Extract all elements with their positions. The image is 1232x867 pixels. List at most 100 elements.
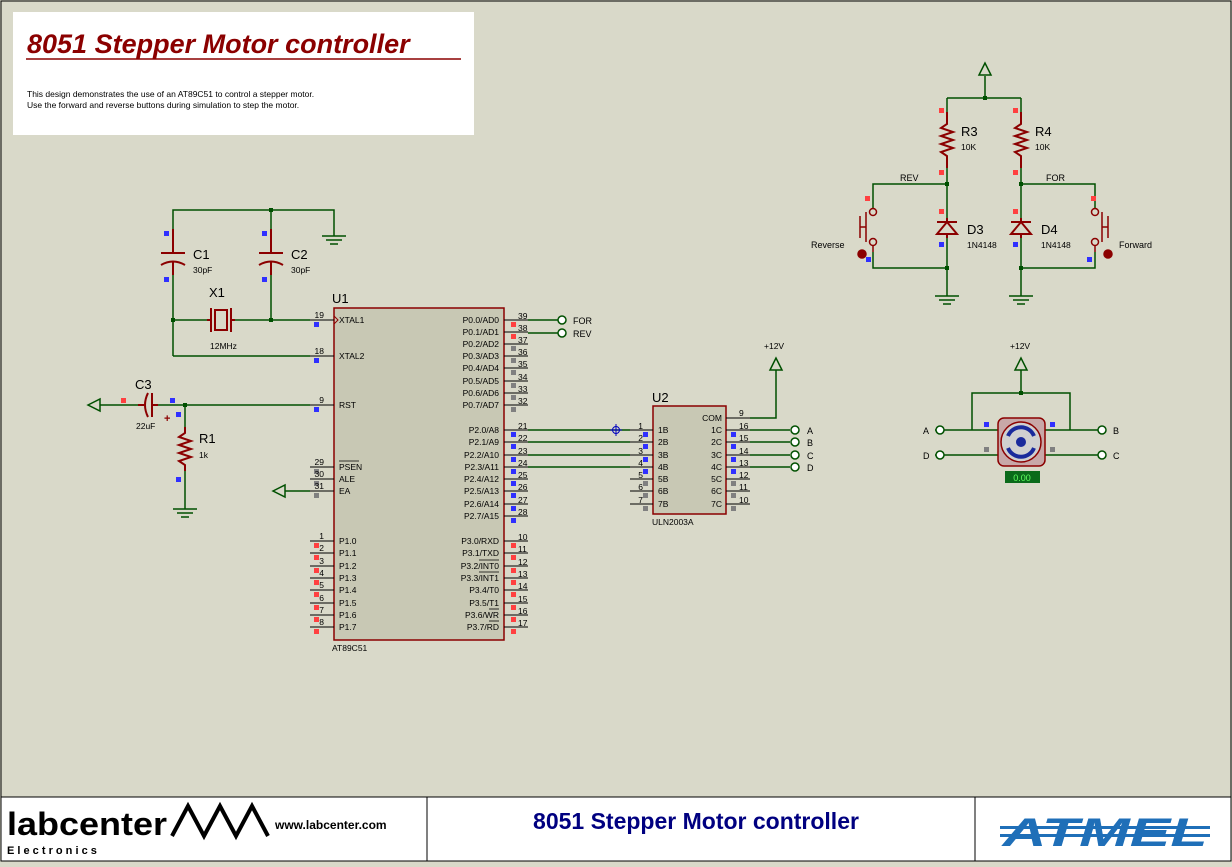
power-arrows [86,61,1029,499]
header-panel: 8051 Stepper Motor controller This desig… [13,12,474,135]
r4-ref: R4 [1035,124,1052,139]
u1-pin-number: 10 [518,532,528,542]
u2-part: ULN2003A [652,517,694,527]
u1-pin-name: P1.5 [339,598,357,608]
u1-pin-number: 1 [319,531,324,541]
x1-ref: X1 [209,285,225,300]
atmel-logo-icon: ATMEL [1000,811,1210,855]
u2-pin-name: 2B [658,437,669,447]
u1-pin-name: P0.0/AD0 [463,315,500,325]
u2-pin-name: 6C [711,486,722,496]
u2-pin-number: 14 [739,446,749,456]
u2-pin-name: 6B [658,486,669,496]
r1-value: 1k [199,450,209,460]
u1-pin-name: P0.3/AD3 [463,351,500,361]
header-description-line2: Use the forward and reverse buttons duri… [27,100,299,110]
u1-pin-number: 31 [315,481,325,491]
u1-pin-number: 23 [518,446,528,456]
terminals [557,315,1107,472]
motor-in-a: A [923,426,929,436]
u2-pin-number: 15 [739,433,749,443]
u2-pin-number: 5 [638,470,643,480]
ground-symbols [173,229,1033,518]
capacitor-c2 [258,229,284,275]
u1-pin-name: P3.3/INT1 [461,573,500,583]
u2-pin-name: 5C [711,474,722,484]
u1-pin-name: P0.6/AD6 [463,388,500,398]
u1-pin-name: EA [339,486,351,496]
u1-part: AT89C51 [332,643,368,653]
diode-d4 [1008,218,1034,238]
u1-pin-number: 3 [319,556,324,566]
u2-pin-name: 1B [658,425,669,435]
u1-pin-name: P3.5/T1 [469,598,499,608]
u2-pin-number: 13 [739,458,749,468]
labcenter-wave-icon [170,801,270,841]
header-title: 8051 Stepper Motor controller [27,29,411,59]
u1-pin-name: P2.6/A14 [464,499,499,509]
u1-pin-number: 33 [518,384,528,394]
resistor-r4 [1011,112,1031,168]
u2-pin-number: 11 [739,482,748,492]
u1-pin-name: P3.4/T0 [469,585,499,595]
x1-value: 12MHz [210,341,237,351]
resistor-r1 [175,427,195,471]
crystal-x1 [207,308,235,332]
u2-out-c: C [807,451,814,461]
atmel-logo-text: ATMEL [1001,811,1208,855]
u1-pin-number: 14 [518,581,528,591]
u1-ref: U1 [332,291,349,306]
u1-pin-name: P2.3/A11 [465,462,500,472]
u1-pin-name: P0.5/AD5 [463,376,500,386]
footer: labcenter E l e c t r o n i c s www.labc… [0,796,1232,862]
motor-readout: 0.00 [1013,473,1031,483]
u1-pin-number: 9 [319,395,324,405]
u1-pin-number: 30 [315,469,325,479]
u1-pin-number: 17 [518,618,528,628]
u1-pin-name: P3.7/RD [467,622,499,632]
u1-pin-number: 27 [518,495,528,505]
u1-pin-number: 13 [518,569,528,579]
c2-ref: C2 [291,247,308,262]
c2-value: 30pF [291,265,310,275]
u1-pin-name: P2.1/A9 [469,437,500,447]
d3-value: 1N4148 [967,240,997,250]
u2-pin-number: 2 [638,433,643,443]
c1-ref: C1 [193,247,210,262]
labcenter-subtitle: E l e c t r o n i c s [7,845,97,857]
reverse-label: Reverse [811,240,845,250]
c3-plus: + [164,413,170,425]
r4-value: 10K [1035,142,1050,152]
probe-cursor-icon [610,424,622,436]
d4-value: 1N4148 [1041,240,1071,250]
u1-pin-number: 29 [315,457,325,467]
reverse-button[interactable] [857,207,878,259]
capacitor-c1 [160,229,186,275]
u1-pin-name: P1.6 [339,610,357,620]
u1-pin-number: 4 [319,568,324,578]
forward-label: Forward [1119,240,1152,250]
u1-pin-name: P0.1/AD1 [463,327,500,337]
stepper-motor[interactable] [997,417,1046,483]
forward-button[interactable] [1090,207,1113,259]
u1-pin-name: P2.0/A8 [469,425,500,435]
u2-pin-number: 7 [638,495,643,505]
u2-pin-number: 6 [638,482,643,492]
u1-pin-number: 28 [518,507,528,517]
d3-ref: D3 [967,222,984,237]
u1-pin-number: 34 [518,372,528,382]
u1-pin-name: RST [339,400,356,410]
u2-pin-number: 4 [638,458,643,468]
u1-pin-number: 26 [518,482,528,492]
u2-pin-number: 16 [739,421,749,431]
r3-value: 10K [961,142,976,152]
u1-pin-name: P1.2 [339,561,357,571]
motor-in-d: D [923,451,930,461]
u2-pin-name: 7B [658,499,669,509]
u1-pin-name: P3.6/WR [465,610,499,620]
u1-pin-number: 2 [319,543,324,553]
terminal-rev-label: REV [573,329,592,339]
